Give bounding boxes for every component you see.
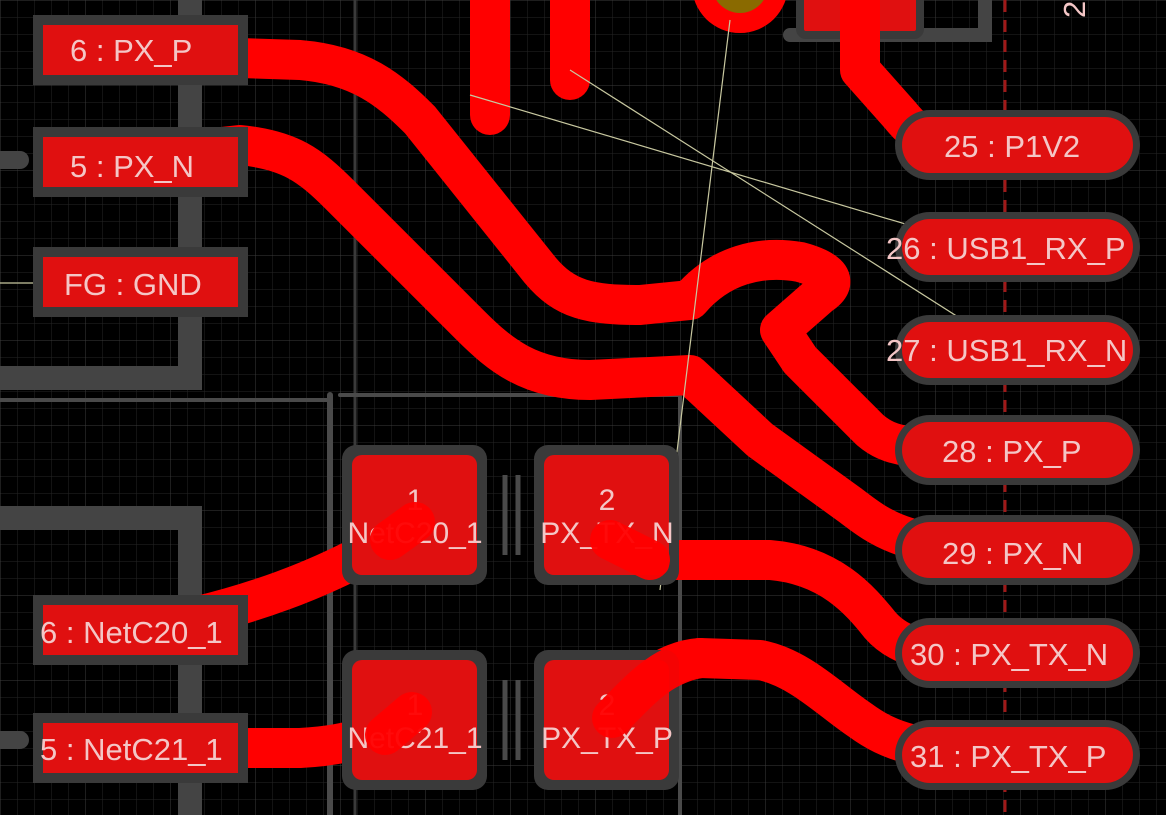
pad-right-25-p1v2[interactable]: 25 : P1V2 xyxy=(895,110,1140,180)
pad-label: 6 : NetC20_1 xyxy=(40,615,223,650)
pad-right-29-px-n[interactable]: 29 : PX_N xyxy=(895,515,1140,585)
right-pads: 25 : P1V2 26 : USB1_RX_P 27 : USB1_RX_N … xyxy=(886,110,1140,790)
pad-left-6-netc20-1[interactable]: 6 : NetC20_1 xyxy=(33,595,248,665)
top-edge-fragment-label: 2 xyxy=(1057,1,1092,18)
pad-label: 28 : PX_P xyxy=(942,434,1082,469)
pad-left-fg-gnd[interactable]: FG : GND xyxy=(33,247,248,317)
pad-label: 25 : P1V2 xyxy=(944,129,1080,164)
top-fragments: F 2 xyxy=(692,0,1092,39)
via-partial[interactable] xyxy=(692,0,788,33)
pad-left-5-px-n[interactable]: 5 : PX_N xyxy=(33,127,248,197)
pad-right-27-usb1-rx-n[interactable]: 27 : USB1_RX_N xyxy=(886,315,1140,385)
cap-pad-number: 2 xyxy=(599,484,616,517)
via-partial-hole xyxy=(716,0,764,13)
pad-left-5-netc21-1[interactable]: 5 : NetC21_1 xyxy=(33,713,248,783)
pad-label: 26 : USB1_RX_P xyxy=(886,231,1126,266)
trace-px-p[interactable] xyxy=(130,35,1130,470)
pad-label: 5 : PX_N xyxy=(70,149,194,184)
pad-label: 30 : PX_TX_N xyxy=(910,637,1108,672)
left-pads: 6 : PX_P 5 : PX_N FG : GND 6 : NetC20_1 … xyxy=(33,15,248,783)
pad-label: 6 : PX_P xyxy=(70,33,192,68)
pad-right-26-usb1-rx-p[interactable]: 26 : USB1_RX_P xyxy=(886,212,1140,282)
pad-right-28-px-p[interactable]: 28 : PX_P xyxy=(895,415,1140,485)
pad-left-6-px-p[interactable]: 6 : PX_P xyxy=(33,15,248,85)
pad-right-30-px-tx-n[interactable]: 30 : PX_TX_N xyxy=(895,618,1140,688)
pad-label: 31 : PX_TX_P xyxy=(910,739,1106,774)
pad-right-31-px-tx-p[interactable]: 31 : PX_TX_P xyxy=(895,720,1140,790)
copper-traces-overlay xyxy=(365,502,720,755)
pad-label: 5 : NetC21_1 xyxy=(40,732,223,767)
pad-label: 29 : PX_N xyxy=(942,536,1083,571)
pad-label: 27 : USB1_RX_N xyxy=(886,333,1127,368)
pad-label: FG : GND xyxy=(64,267,202,302)
